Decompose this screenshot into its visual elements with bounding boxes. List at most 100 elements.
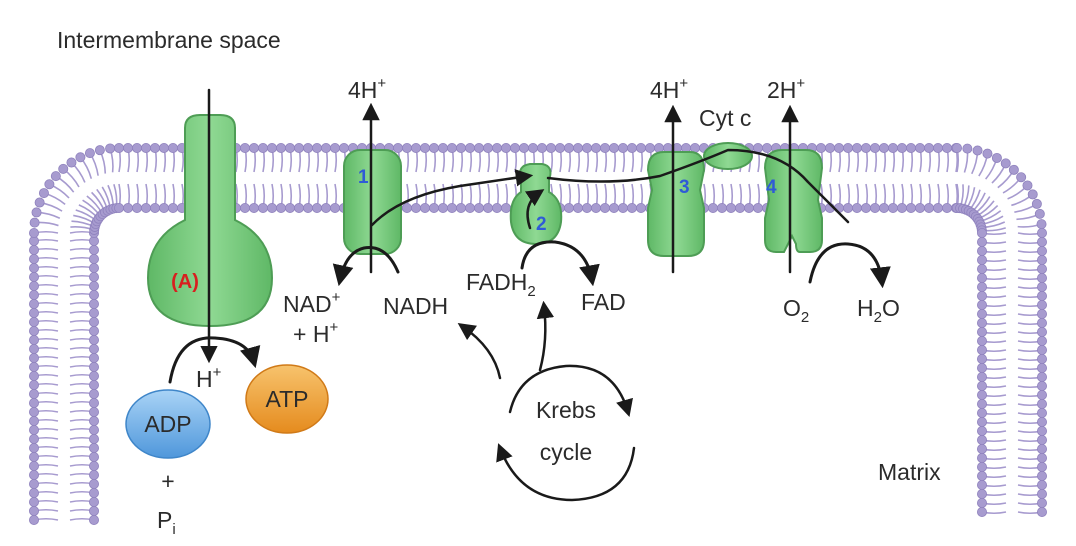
lipid-head xyxy=(28,227,39,238)
lipid-head xyxy=(952,142,963,153)
atp-molecule: ATP xyxy=(245,364,329,434)
lipid-head xyxy=(1037,371,1048,382)
lipid-head xyxy=(500,142,511,153)
lipid-head xyxy=(977,236,988,247)
lipid-head xyxy=(546,142,557,153)
lipid-head xyxy=(816,142,827,153)
lipid-head xyxy=(89,325,100,336)
electron-path-q-to-4 xyxy=(546,148,850,224)
lipid-head xyxy=(464,142,475,153)
lipid-head xyxy=(977,227,988,238)
lipid-head xyxy=(329,202,340,213)
lipid-head xyxy=(1037,488,1048,499)
lipid-head xyxy=(977,506,988,517)
lipid-head xyxy=(89,469,100,480)
lipid-head xyxy=(627,142,638,153)
lipid-head xyxy=(582,142,593,153)
lipid-head xyxy=(861,202,872,213)
lipid-head xyxy=(564,142,575,153)
lipid-head xyxy=(84,148,95,159)
lipid-head xyxy=(28,424,39,435)
lipid-head xyxy=(428,142,439,153)
lipid-head xyxy=(1037,443,1048,454)
lipid-head xyxy=(1037,254,1048,265)
lipid-head xyxy=(428,202,439,213)
lipid-head xyxy=(977,344,988,355)
lipid-head xyxy=(753,202,764,213)
lipid-head xyxy=(977,326,988,337)
lipid-head xyxy=(28,496,39,507)
lipid-head xyxy=(392,142,403,153)
lipid-head xyxy=(89,487,100,498)
lipid-head xyxy=(446,202,457,213)
lipid-head xyxy=(1027,189,1038,200)
lipid-head xyxy=(94,145,105,156)
lipid-head xyxy=(500,202,511,213)
lipid-head xyxy=(555,142,566,153)
lipid-head xyxy=(311,142,322,153)
complex-3: 3 xyxy=(646,151,706,257)
lipid-head xyxy=(131,142,142,153)
complex-1-protons: 4H+ xyxy=(348,75,386,103)
lipid-head xyxy=(636,142,647,153)
lipid-head xyxy=(167,202,178,213)
lipid-head xyxy=(320,142,331,153)
lipid-head xyxy=(1037,353,1048,364)
lipid-head xyxy=(28,289,39,300)
lipid-head xyxy=(1037,407,1048,418)
lipid-head xyxy=(977,353,988,364)
lipid-head xyxy=(1037,281,1048,292)
lipid-head xyxy=(852,142,863,153)
krebs-label-line1: Krebs xyxy=(536,397,596,423)
lipid-head xyxy=(28,271,39,282)
lipid-head xyxy=(977,335,988,346)
lipid-head xyxy=(1037,362,1048,373)
cyt-c-label: Cyt c xyxy=(699,105,751,131)
lipid-head xyxy=(897,142,908,153)
lipid-head xyxy=(977,317,988,328)
lipid-head xyxy=(28,487,39,498)
lipid-head xyxy=(266,202,277,213)
lipid-head xyxy=(34,197,45,208)
lipid-head xyxy=(275,142,286,153)
lipid-head xyxy=(89,442,100,453)
lipid-head xyxy=(89,244,100,255)
complex-1: 1 xyxy=(343,149,402,255)
lipid-head xyxy=(762,142,773,153)
lipid-head xyxy=(89,460,100,471)
lipid-head xyxy=(977,407,988,418)
lipid-head xyxy=(1037,335,1048,346)
lipid-head xyxy=(977,425,988,436)
lipid-head xyxy=(977,299,988,310)
lipid-head xyxy=(977,470,988,481)
o2-label: O2 xyxy=(783,295,809,326)
adp-label: ADP xyxy=(144,411,191,437)
lipid-head xyxy=(28,253,39,264)
lipid-head xyxy=(248,202,259,213)
fad-label: FAD xyxy=(581,289,626,315)
lipid-head xyxy=(618,142,629,153)
lipid-head xyxy=(239,202,250,213)
lipid-head xyxy=(89,253,100,264)
lipid-head xyxy=(89,397,100,408)
lipid-head xyxy=(879,142,890,153)
lipid-head xyxy=(302,142,313,153)
nad-label: NAD+ xyxy=(283,289,341,317)
lipid-head xyxy=(1034,208,1045,219)
lipid-head xyxy=(123,202,134,213)
lipid-head xyxy=(28,397,39,408)
lipid-head xyxy=(28,262,39,273)
lipid-head xyxy=(89,334,100,345)
lipid-head xyxy=(89,478,100,489)
lipid-head xyxy=(1008,164,1019,175)
lipid-head xyxy=(1037,497,1048,508)
lipid-head xyxy=(28,460,39,471)
lipid-head xyxy=(573,202,584,213)
lipid-head xyxy=(977,263,988,274)
lipid-head xyxy=(329,142,340,153)
lipid-head xyxy=(977,389,988,400)
lipid-head xyxy=(473,202,484,213)
lipid-head xyxy=(437,142,448,153)
lipid-head xyxy=(158,142,169,153)
lipid-head xyxy=(89,361,100,372)
